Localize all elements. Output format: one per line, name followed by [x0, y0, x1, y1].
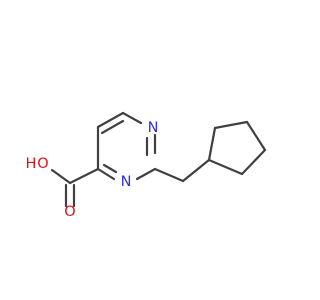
bond-cp3-cp4	[245, 120, 267, 152]
atom-n-bottom: N	[121, 174, 132, 190]
bond-cp5-cp1	[207, 158, 244, 176]
cyclopentylmethyl-group	[153, 120, 267, 183]
bond-cacid-oh	[50, 168, 72, 185]
atom-n-top: N	[148, 120, 159, 136]
bond-c6-n1	[121, 111, 143, 125]
carboxylic-acid-group	[50, 167, 100, 208]
atom-labels: N N O H O	[26, 120, 159, 220]
pyrimidine-ring	[96, 111, 157, 181]
bond-cp2-cp3	[213, 120, 249, 130]
atom-h-hydroxyl: H	[26, 156, 37, 172]
bond-c5-c6-inner	[100, 119, 125, 135]
bond-c4-cacid	[68, 167, 100, 185]
bond-n3-c4-inner	[102, 163, 118, 174]
structure-drawing: N N O H O	[26, 111, 267, 220]
bond-c5-c6	[96, 111, 125, 129]
bond-cp1-cp2	[207, 126, 217, 162]
bond-ch2-cp1	[181, 158, 211, 183]
atom-o-hydroxyl: O	[37, 156, 48, 172]
bond-n3-c4	[96, 167, 116, 181]
bond-c2-n3	[135, 167, 157, 181]
bond-cp4-cp5	[240, 148, 267, 176]
bond-c2-ch2	[153, 167, 185, 183]
atom-o-carbonyl: O	[64, 204, 75, 220]
